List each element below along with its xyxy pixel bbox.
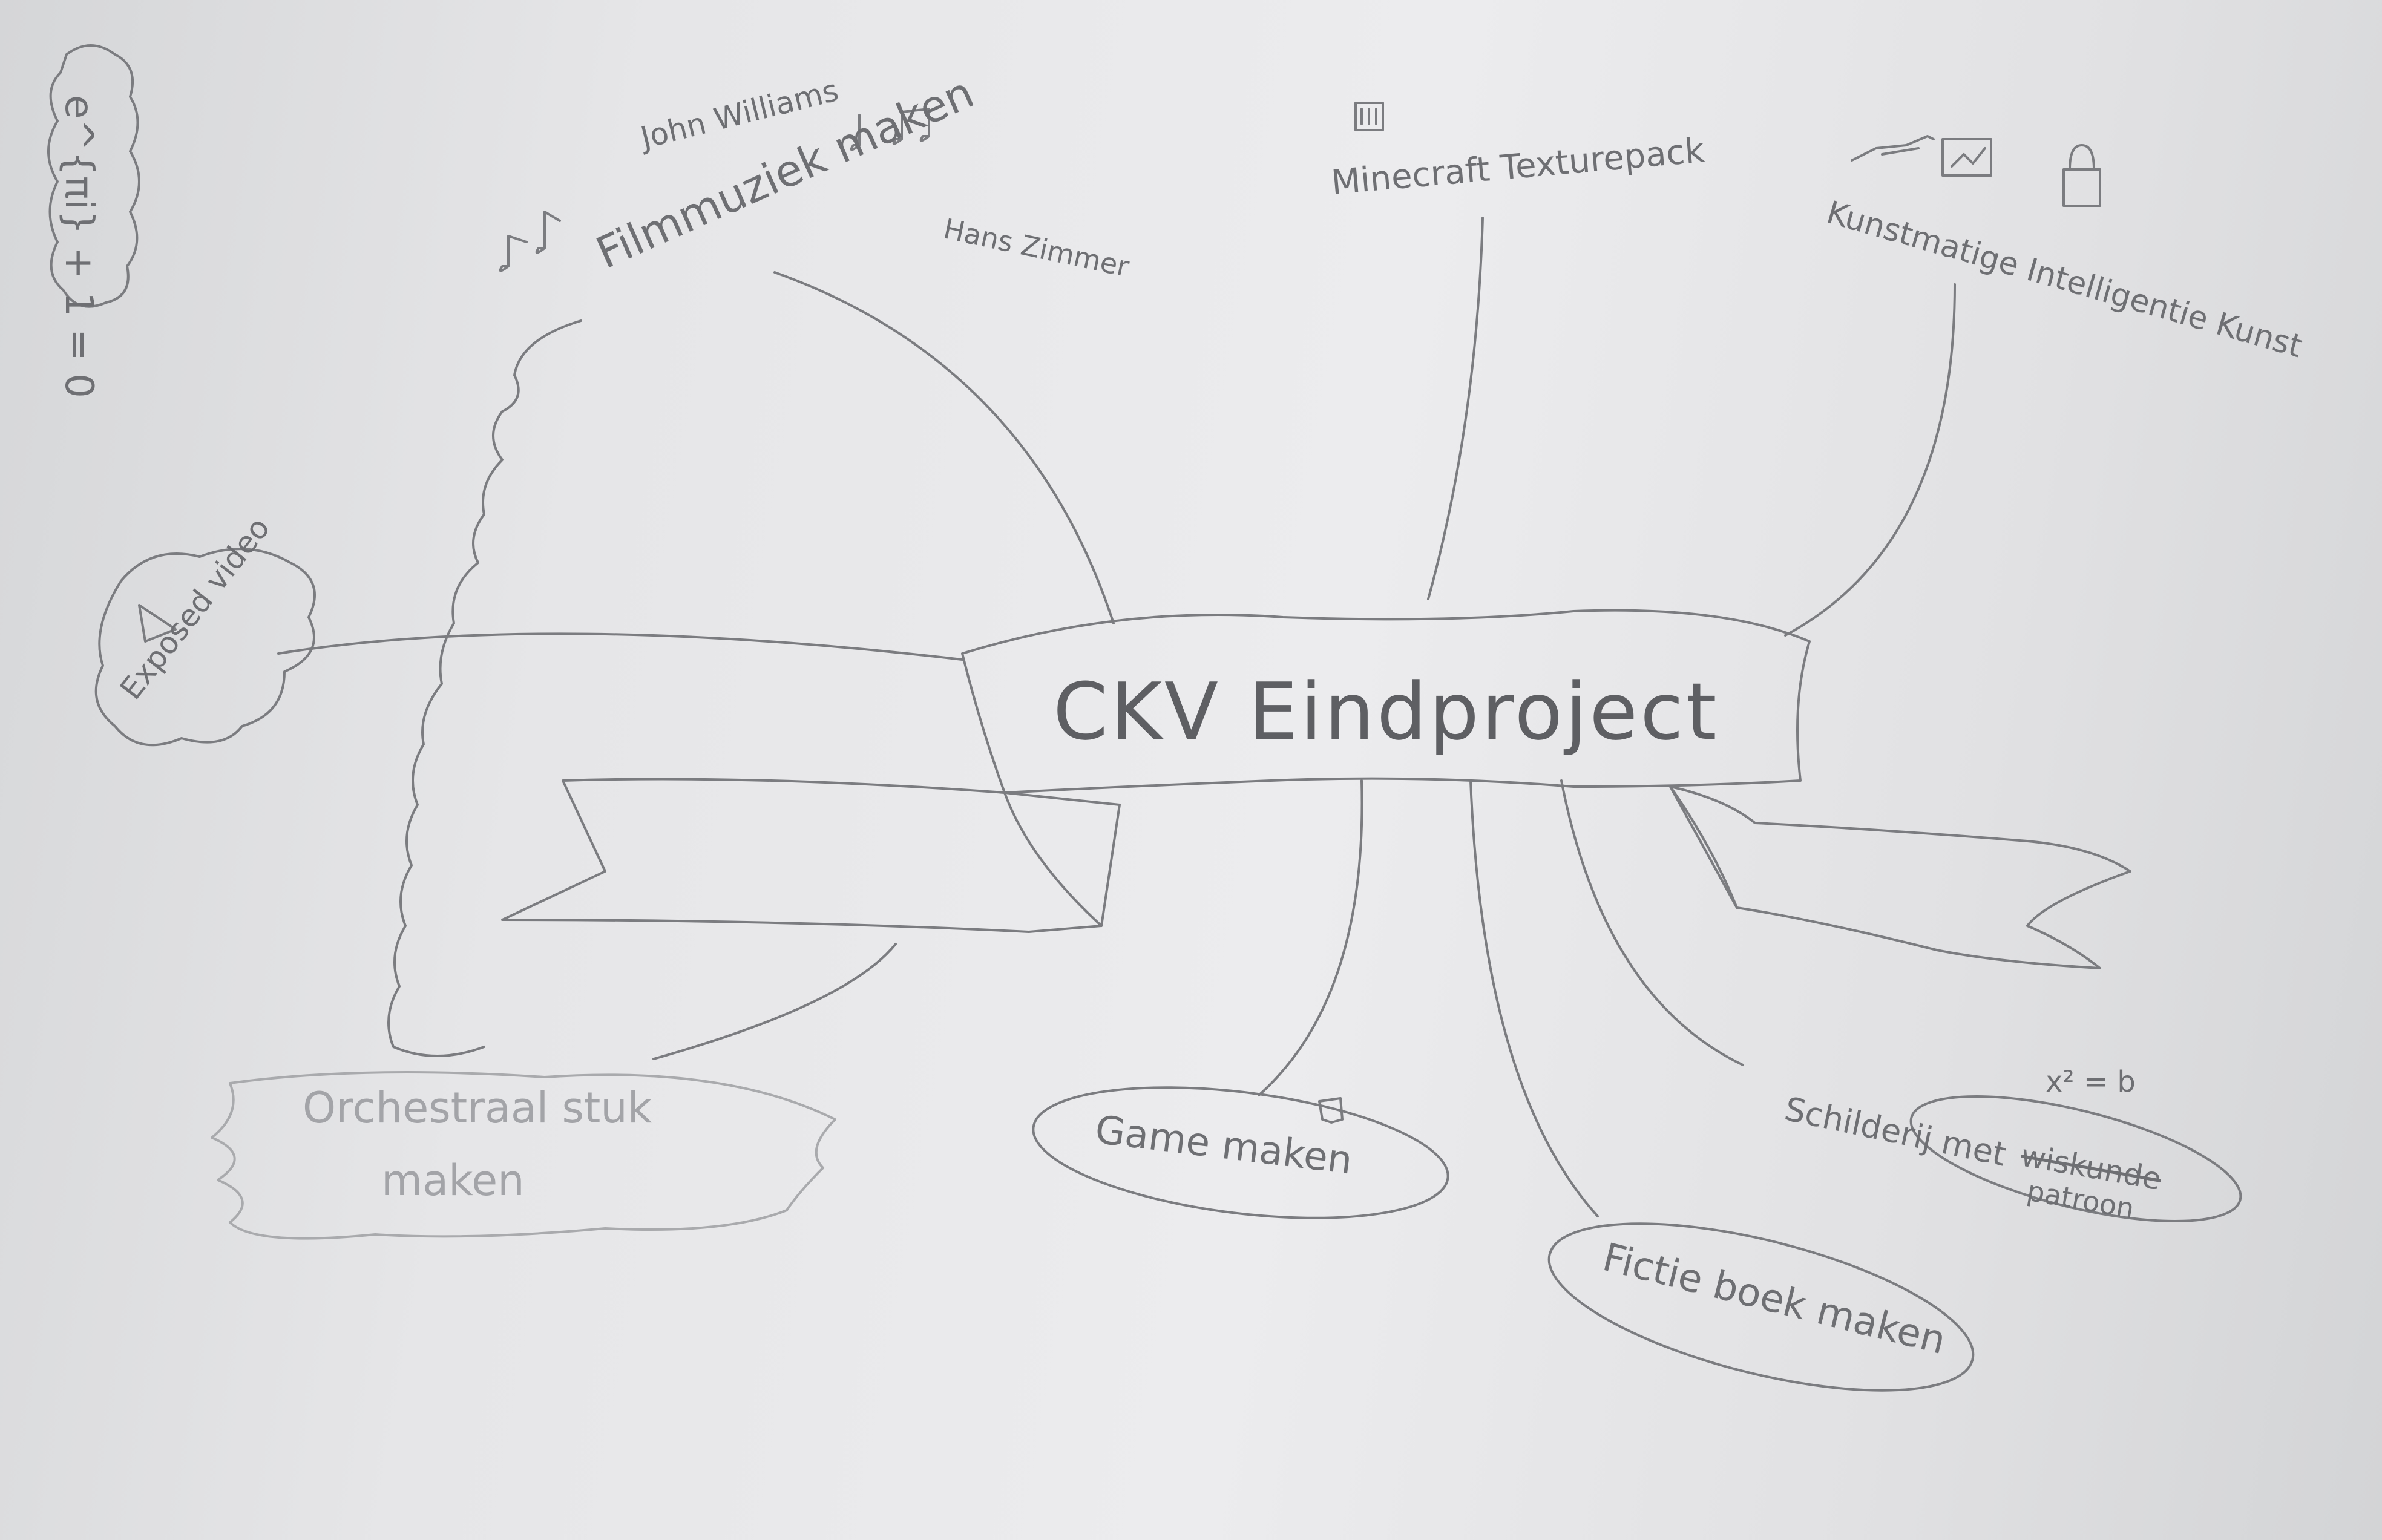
exposed-cloud — [94, 548, 316, 747]
left-ribbon — [501, 778, 1121, 933]
right-ribbon-fold — [1669, 785, 1738, 909]
orchestral-line1: Orchestraal stuk — [303, 1083, 652, 1133]
line-schilderij — [1560, 779, 1744, 1066]
line-ai-art — [1784, 283, 1956, 637]
line-orchestral — [652, 943, 897, 1060]
schilderij-oval — [1909, 1095, 2242, 1223]
play-triangle-icon — [138, 604, 177, 643]
left-ribbon-fold — [1003, 791, 1103, 927]
line-exposed — [277, 632, 963, 661]
line-game — [1258, 779, 1363, 1096]
orchestral-line2: maken — [381, 1156, 525, 1205]
center-title: CKV Eindproject — [1053, 666, 1719, 758]
formula-text: e^{πi} + 1 = 0 — [56, 95, 101, 398]
padlock-icon — [2062, 144, 2101, 207]
line-filmmuziek — [773, 271, 1115, 624]
game-oval — [1032, 1086, 1449, 1219]
orchestral-cloud — [211, 1071, 836, 1240]
game-controller-icon — [1318, 1097, 1344, 1124]
line-minecraft — [1427, 217, 1484, 600]
music-notes-icon — [499, 108, 930, 272]
minecraft-block-icon — [1354, 102, 1384, 131]
center-banner — [961, 609, 1811, 794]
schilderij-formula: x² = b — [2046, 1065, 2136, 1099]
right-ribbon — [1669, 785, 2131, 969]
formula-cloud — [47, 44, 140, 308]
loopy-path — [387, 319, 582, 1057]
picture-frame-icon — [1941, 138, 1992, 177]
line-fictie — [1469, 779, 1599, 1217]
fictie-oval — [1547, 1222, 1975, 1392]
robot-arm-icon — [1851, 135, 1935, 162]
